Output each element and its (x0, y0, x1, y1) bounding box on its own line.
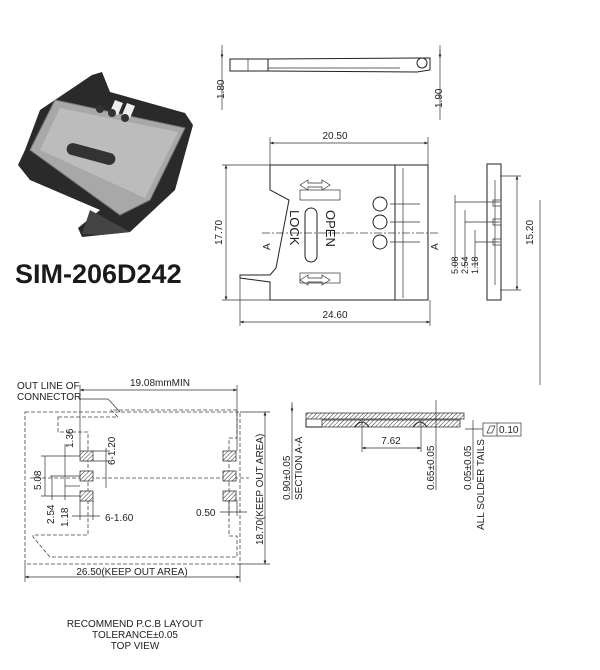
section-thickness: 0.90±0.05 (282, 455, 293, 500)
end-span: 15.20 (525, 220, 536, 245)
section-contact-height: 0.65±0.05 (426, 445, 437, 490)
dim-height: 17.70 (214, 220, 225, 245)
dim-2-54: 2.54 (46, 504, 57, 524)
top-view (222, 137, 440, 326)
keepout-width: 26.50(KEEP OUT AREA) (76, 567, 187, 578)
note-line-3: TOP VIEW (111, 641, 160, 652)
outline-label-1: OUT LINE OF (17, 381, 80, 392)
label-open: OPEN (323, 210, 338, 247)
section-pitch: 7.62 (381, 436, 401, 447)
side-height-left: 1.80 (216, 79, 227, 99)
end-pitch-c: 1.18 (470, 256, 480, 274)
section-marker-left: A (262, 243, 273, 250)
min-width: 19.08mmMIN (130, 378, 190, 389)
end-view (454, 163, 541, 385)
section-marker-right: A (430, 243, 441, 250)
dim-pad-height: 6-1.20 (107, 436, 118, 465)
side-view (220, 45, 442, 120)
note-line-2: TOLERANCE±0.05 (92, 630, 178, 641)
side-height-right: 1.90 (434, 88, 445, 108)
model-title: SIM-206D242 (15, 259, 182, 289)
dim-1-36: 1.36 (65, 428, 76, 448)
end-pitch-b: 2.54 (460, 256, 470, 274)
note-line-1: RECOMMEND P.C.B LAYOUT (67, 619, 203, 630)
dim-1-18: 1.18 (60, 507, 71, 527)
dim-width: 20.50 (322, 131, 347, 142)
pcb-layout (24, 385, 270, 582)
dim-pad-width: 6-1.60 (105, 513, 134, 524)
label-lock: LOCK (287, 210, 302, 246)
section-view (290, 400, 522, 500)
section-coplanarity: 0.05±0.05 (463, 445, 474, 490)
keepout-height: 18.70(KEEP OUT AREA) (255, 434, 266, 545)
outline-label-2: CONNECTOR (17, 392, 81, 403)
section-flatness: 0.10 (499, 425, 519, 436)
dim-0-50: 0.50 (196, 508, 216, 519)
section-title: SECTION A-A (294, 436, 305, 500)
end-pitch-a: 5.08 (450, 256, 460, 274)
dim-length: 24.60 (322, 310, 347, 321)
section-tails-note: ALL SOLDER TAILS (476, 439, 487, 530)
product-photo (18, 72, 193, 237)
dim-5-08: 5.08 (33, 470, 44, 490)
